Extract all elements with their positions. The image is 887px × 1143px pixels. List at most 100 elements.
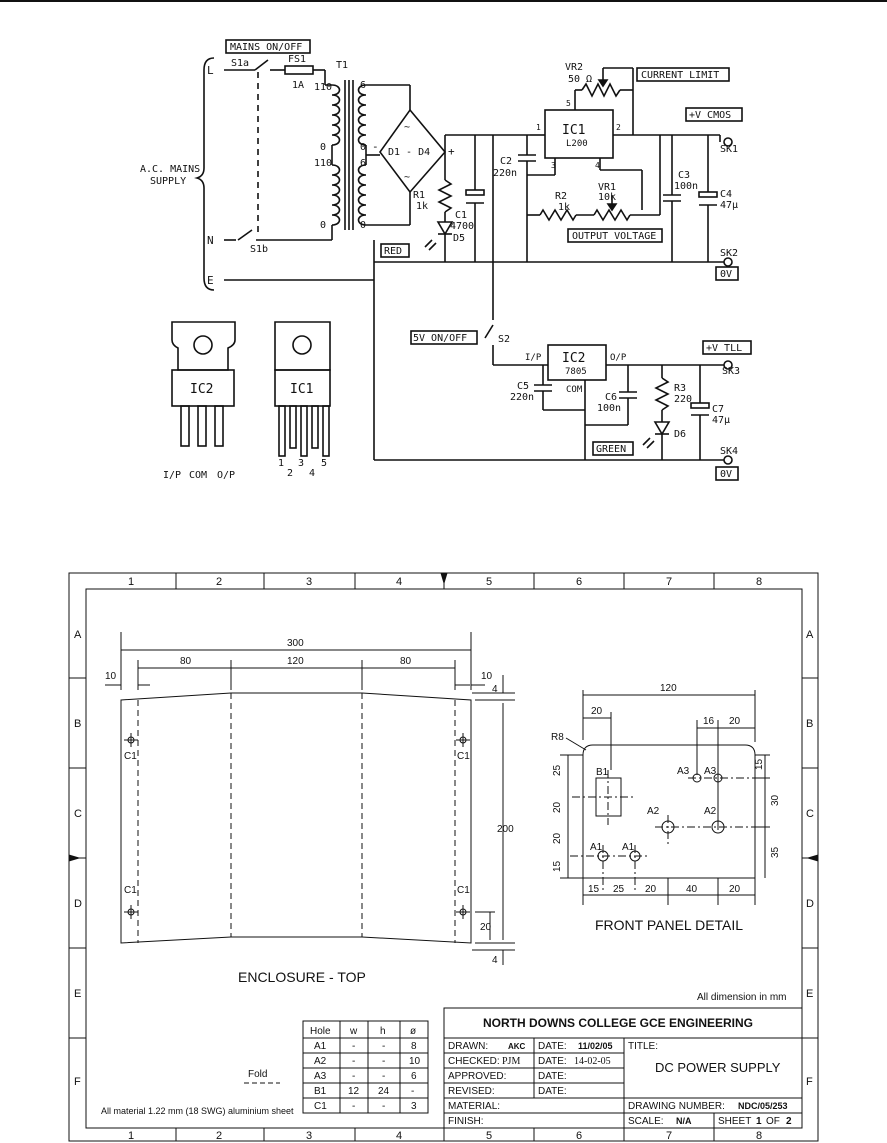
enclosure-dim-4-bottom: 4 [492,955,498,966]
c1-label: C1 [455,210,467,221]
t-primary-0b: 0 [320,220,326,231]
top-rule [0,0,887,2]
date1-label: DATE: [538,1041,567,1052]
panel-dim-15-left: 15 [552,860,563,872]
led-red-label: RED [384,246,402,257]
col-label-2-bottom: 2 [216,1130,222,1142]
vr2-value: 50 Ω [568,74,592,85]
material-label: MATERIAL: [448,1101,500,1112]
package-ic2-ip: I/P [163,470,181,481]
hole-table-cell: B1 [314,1086,327,1097]
panel-radius-r8: R8 [551,732,564,743]
hole-table-cell: 12 [348,1086,360,1097]
hole-a1-label-right: A1 [622,842,635,853]
front-panel-caption: FRONT PANEL DETAIL [595,917,743,933]
panel-dim-16: 16 [703,716,715,727]
hole-table-cell: A3 [314,1071,327,1082]
c5-label: C5 [517,381,529,392]
c7-value: 47µ [712,415,730,426]
mains-switch-label: MAINS ON/OFF [230,42,302,53]
line-l-label: L [207,64,214,77]
r2-value: 1k [558,202,570,213]
col-label-4-bottom: 4 [396,1130,402,1142]
sk2-label: SK2 [720,248,738,259]
col-label-6-top: 6 [576,576,582,588]
r1-label: R1 [413,190,425,201]
ic1-type: L200 [566,139,588,149]
t1-label: T1 [336,60,348,71]
package-ic2-label: IC2 [190,382,213,397]
col-label-7-top: 7 [666,576,672,588]
col-label-8-top: 8 [756,576,762,588]
col-label-3-bottom: 3 [306,1130,312,1142]
row-label-b-right: B [806,718,813,730]
ic1-pin5: 5 [566,99,571,108]
ic2-com-label: COM [566,385,583,395]
hole-table-header-dia: ø [410,1026,416,1037]
t-secondary-6b: 6 [360,158,366,169]
ac-supply-label-2: SUPPLY [150,176,186,187]
d6-label: D6 [674,429,686,440]
vr1-label: VR1 [598,182,616,193]
col-label-1-top: 1 [128,576,134,588]
drawn-label: DRAWN: [448,1041,488,1052]
vcmos-label: +V CMOS [689,110,731,121]
hole-table-cell: A1 [314,1041,327,1052]
package-ic1-label: IC1 [290,382,313,397]
hole-table-cell: - [382,1041,385,1052]
current-limit-label: CURRENT LIMIT [641,70,719,81]
scale-value: N/A [676,1116,692,1126]
r3-label: R3 [674,383,686,394]
hole-table-cell: 24 [378,1086,390,1097]
hole-table-cell: - [382,1101,385,1112]
ic1-pin3: 3 [551,161,556,170]
hole-table-cell: 8 [411,1041,417,1052]
ov1-label: 0V [720,269,732,280]
sheet-value: 1 [756,1116,762,1127]
hole-c1-bottom-left: C1 [124,885,137,896]
col-label-2-top: 2 [216,576,222,588]
panel-dim-35-right: 35 [770,846,781,858]
t-primary-110a: 110 [314,82,332,93]
engineering-drawing: 1 2 3 4 5 6 7 8 1 2 3 4 5 6 7 8 A B C D … [68,572,819,1142]
c3-label: C3 [678,170,690,181]
c6-value: 100n [597,403,621,414]
panel-dim-120: 120 [660,683,677,694]
panel-dim-bottom-20b: 20 [729,884,741,895]
college-title: NORTH DOWNS COLLEGE GCE ENGINEERING [483,1016,753,1030]
sheet-label: SHEET [718,1116,751,1127]
enclosure-dim-80-right: 80 [400,656,412,667]
c3-value: 100n [674,181,698,192]
t-secondary-0c: 0 [360,142,366,153]
row-label-b-left: B [74,718,81,730]
d5-label: D5 [453,233,465,244]
panel-dim-bottom-40: 40 [686,884,698,895]
sk1-label: SK1 [720,144,738,155]
material-note: All material 1.22 mm (18 SWG) aluminium … [101,1106,294,1116]
ic2-type: 7805 [565,367,587,377]
drawing-number-value: NDC/05/253 [738,1101,788,1111]
s1b-label: S1b [250,244,268,255]
panel-dim-bottom-15: 15 [588,884,600,895]
enclosure-dim-4-top: 4 [492,684,498,695]
hole-table-cell: - [352,1071,355,1082]
hole-b1-label: B1 [596,767,609,778]
package-ic1-pin2: 2 [287,468,293,479]
row-label-d-right: D [806,898,814,910]
hole-table-cell: - [352,1101,355,1112]
c7-label: C7 [712,404,724,415]
hole-c1-top-left: C1 [124,751,137,762]
package-ic1-pin5: 5 [321,458,327,469]
enclosure-caption: ENCLOSURE - TOP [238,969,366,985]
output-voltage-label: OUTPUT VOLTAGE [572,231,656,242]
led-green-label: GREEN [596,444,626,455]
drawn-by: AKC [508,1042,526,1051]
hole-table-cell: 10 [409,1056,421,1067]
row-label-c-left: C [74,808,82,820]
panel-dim-15-right: 15 [754,758,765,770]
row-label-f-left: F [74,1076,81,1088]
row-label-a-right: A [806,629,814,641]
col-label-3-top: 3 [306,576,312,588]
hole-table-cell: - [411,1086,414,1097]
c1-value: 4700 [450,221,474,232]
